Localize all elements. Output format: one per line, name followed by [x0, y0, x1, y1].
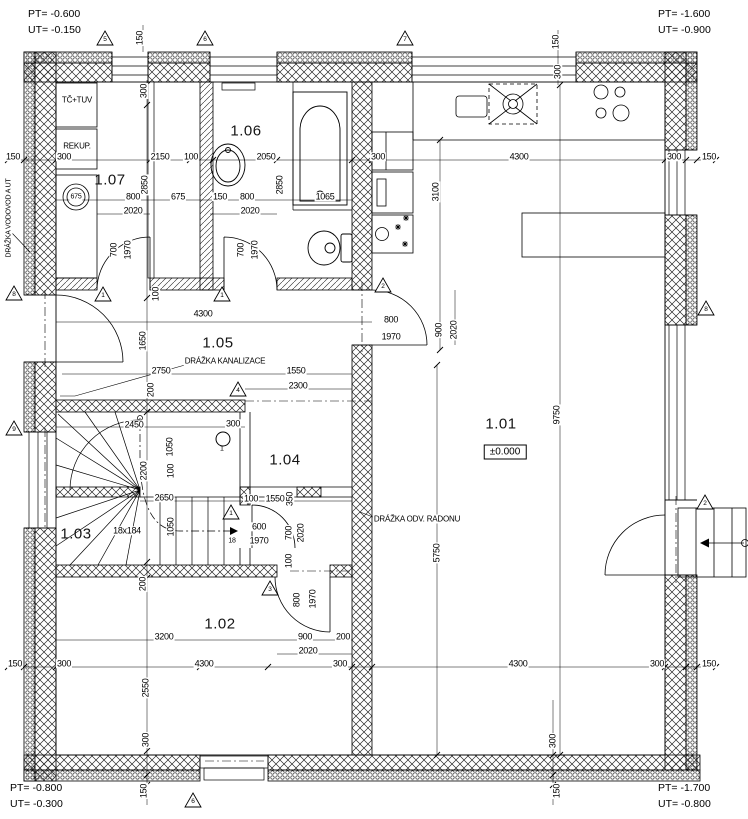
ut-level: UT= -0.150	[28, 24, 81, 37]
outer-wall	[23, 51, 701, 782]
water-heater	[62, 183, 90, 211]
toilet	[340, 233, 353, 263]
ut-level: UT= -0.300	[10, 798, 63, 811]
pt-level: PT= -0.800	[10, 782, 63, 794]
zero-level-marker: ±0.000	[483, 444, 527, 460]
level-note-top-left: PT= -0.600 UT= -0.150	[28, 6, 81, 39]
windows	[24, 52, 697, 781]
level-note-bottom-right: PT= -1.700 UT= -0.800	[658, 780, 711, 813]
kitchen	[371, 82, 666, 258]
ut-level: UT= -0.800	[658, 798, 711, 811]
level-note-bottom-left: PT= -0.800 UT= -0.300	[10, 780, 63, 813]
cooktop	[593, 84, 630, 122]
interior-walls	[55, 81, 373, 756]
bathtub	[292, 91, 348, 206]
appliance-column	[371, 131, 414, 254]
kitchen-sink	[455, 95, 488, 118]
pt-level: PT= -1.700	[658, 782, 711, 794]
pt-level: PT= -0.600	[28, 8, 81, 20]
technical-room-equipment	[55, 82, 98, 279]
level-note-top-right: PT= -1.600 UT= -0.900	[658, 6, 711, 39]
kitchen-island	[521, 212, 666, 258]
entrance-steps	[677, 507, 748, 578]
ut-level: UT= -0.900	[658, 24, 711, 37]
kitchen-counter	[412, 82, 665, 141]
extractor-hood	[488, 83, 538, 125]
bathroom-fixtures	[210, 91, 353, 266]
axis-lines	[44, 282, 677, 762]
pt-level: PT= -1.600	[658, 8, 711, 20]
washbasin	[210, 143, 246, 187]
